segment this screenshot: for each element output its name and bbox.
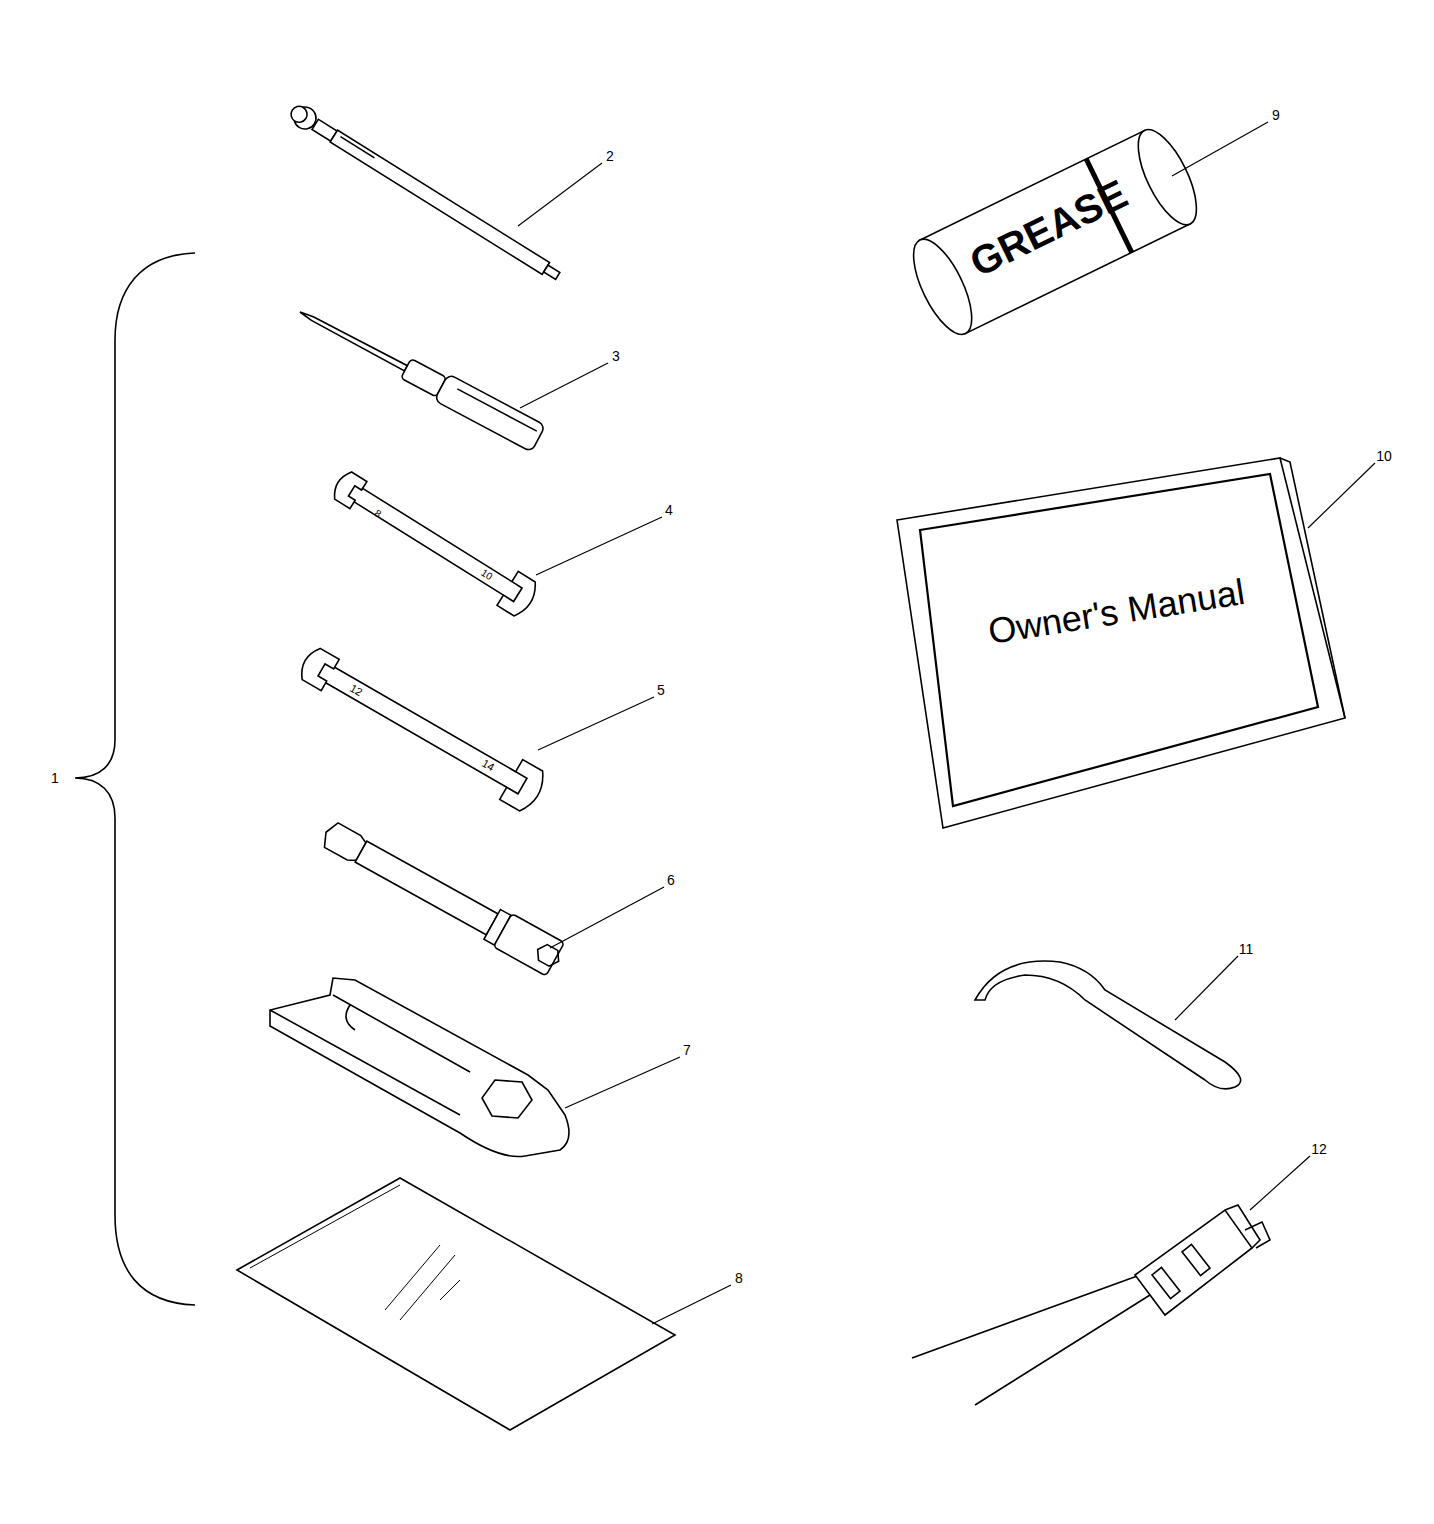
open-wrench [327, 465, 541, 619]
owners-manual [897, 458, 1345, 828]
callout-number: 1 [51, 771, 59, 785]
open-wrench [294, 641, 550, 815]
grease-tube [902, 122, 1208, 343]
callout-number: 11 [1239, 942, 1254, 956]
callout-number: 5 [657, 683, 665, 697]
callout-number: 12 [1311, 1142, 1327, 1156]
screwdriver [293, 299, 545, 452]
tire-gauge [286, 101, 563, 286]
wire-connector [912, 1205, 1270, 1405]
leader-lines [518, 122, 1375, 1324]
callout-number: 9 [1272, 108, 1280, 122]
callout-number: 6 [667, 873, 675, 887]
size-mark: 8 [373, 508, 383, 519]
spark-plug-wrench [270, 978, 569, 1157]
callout-number: 7 [683, 1043, 691, 1057]
plastic-bag [237, 1178, 675, 1430]
callout-number: 8 [735, 1271, 743, 1285]
callout-number: 10 [1376, 449, 1392, 463]
hook-spanner [975, 961, 1241, 1089]
callout-number: 3 [612, 349, 620, 363]
plug-socket [317, 816, 568, 978]
callout-number: 2 [606, 149, 614, 163]
group-bracket [75, 253, 195, 1305]
callout-number: 4 [665, 503, 673, 517]
size-mark: 12 [348, 682, 364, 698]
